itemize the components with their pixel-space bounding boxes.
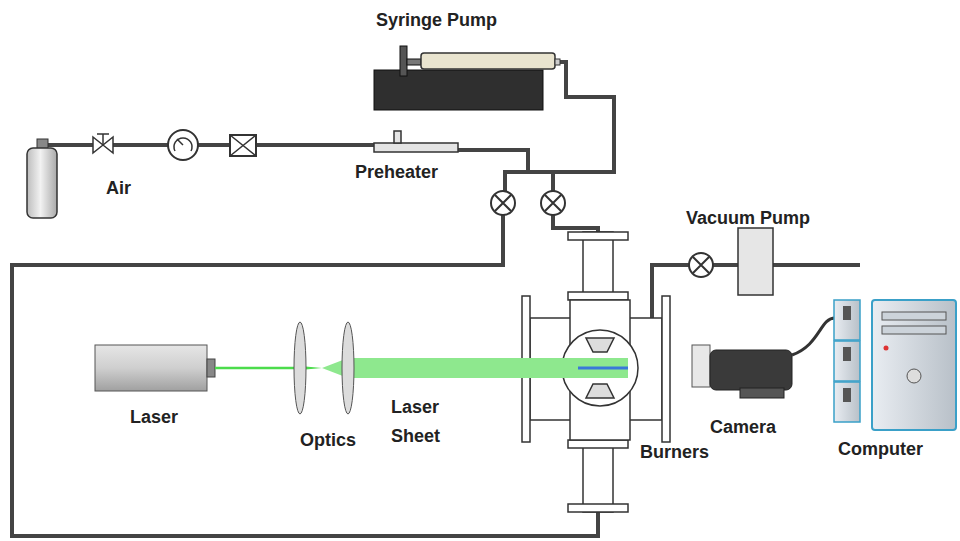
pump-base — [374, 70, 543, 110]
pump-pusher — [400, 46, 407, 76]
preheater-knob — [394, 131, 401, 143]
gauge-dial — [174, 138, 192, 151]
computer — [834, 300, 956, 430]
flame-zone — [578, 367, 628, 370]
part-label: Vacuum Pump — [686, 204, 810, 233]
lens — [342, 322, 354, 414]
vacuum-pump — [738, 228, 773, 295]
flow-controller — [230, 135, 256, 156]
plunger-rod — [407, 59, 421, 65]
part-label: Burners — [640, 438, 709, 467]
part-label: Laser — [130, 403, 178, 432]
part-label: Syringe Pump — [376, 6, 497, 35]
tubing-inner — [12, 62, 860, 536]
part-label: Air — [106, 174, 131, 203]
laser-head — [95, 345, 207, 391]
laser-aperture — [207, 359, 215, 377]
syringe-barrel — [421, 53, 555, 69]
flow-controller-cross — [230, 135, 256, 156]
part-label: Optics — [300, 426, 356, 455]
valve-stem — [102, 134, 104, 145]
part-label: Preheater — [355, 158, 438, 187]
air-cylinder — [27, 148, 57, 218]
laser-beam — [215, 367, 300, 370]
valve-handle — [97, 133, 109, 135]
preheater-tube — [374, 143, 458, 152]
tubing — [12, 62, 860, 536]
lens — [294, 322, 306, 414]
camera — [692, 318, 835, 398]
part-label: Laser Sheet — [391, 393, 455, 451]
part-label: Computer — [838, 435, 923, 464]
part-label: Camera — [710, 413, 776, 442]
laser-sheet — [322, 358, 628, 378]
pressure-gauge — [168, 130, 198, 160]
syringe-tip — [555, 59, 560, 65]
gauge-needle — [177, 139, 183, 145]
